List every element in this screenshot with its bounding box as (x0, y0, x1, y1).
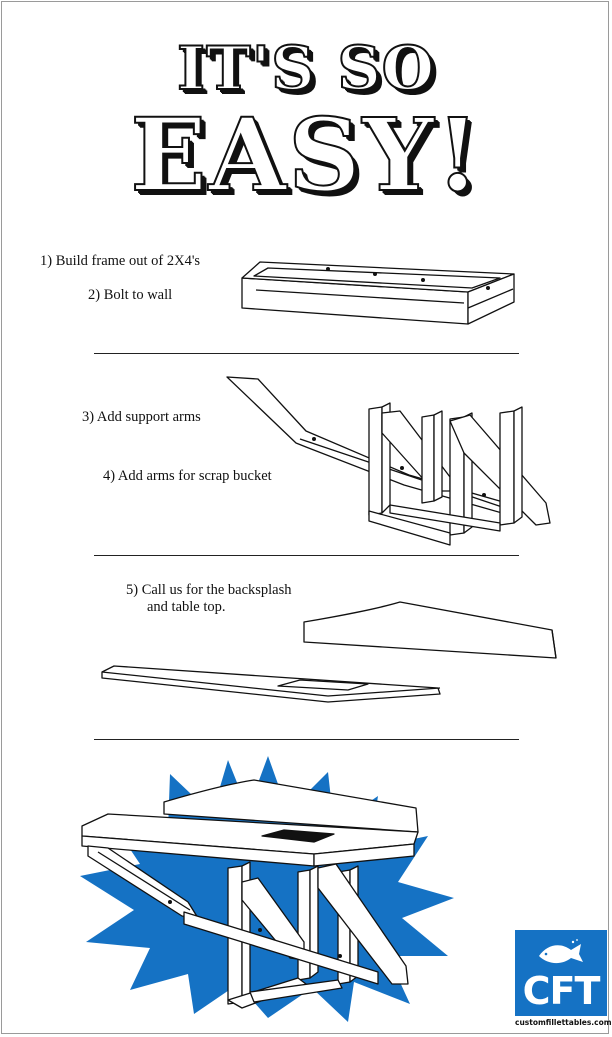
divider-1 (94, 353, 519, 354)
step-3-text: 3) Add support arms (82, 409, 201, 425)
assembled-table-illustration (80, 756, 454, 1022)
step-4-text: 4) Add arms for scrap bucket (103, 468, 272, 484)
step-1-text: 1) Build frame out of 2X4's (40, 253, 201, 269)
step-2-text: 2) Bolt to wall (88, 287, 173, 303)
backsplash-illustration (303, 601, 557, 659)
divider-3 (94, 739, 519, 740)
support-arms-illustration (226, 376, 551, 546)
fish-icon (539, 939, 583, 964)
step-5-text: 5) Call us for the backsplash (126, 582, 292, 598)
divider-2 (94, 555, 519, 556)
step-5-continued-text: and table top. (147, 599, 226, 615)
logo-letters: CFT (522, 969, 601, 1013)
logo-background (515, 930, 607, 1016)
headline-line-1: IT'S SO (176, 33, 435, 105)
brand-logo[interactable]: CFT customfillettables.com (515, 930, 612, 1028)
frame-illustration (241, 261, 515, 325)
headline-line-2: EASY! (129, 96, 482, 214)
logo-url-text: customfillettables.com (515, 1018, 612, 1027)
table-top-illustration (101, 665, 441, 703)
